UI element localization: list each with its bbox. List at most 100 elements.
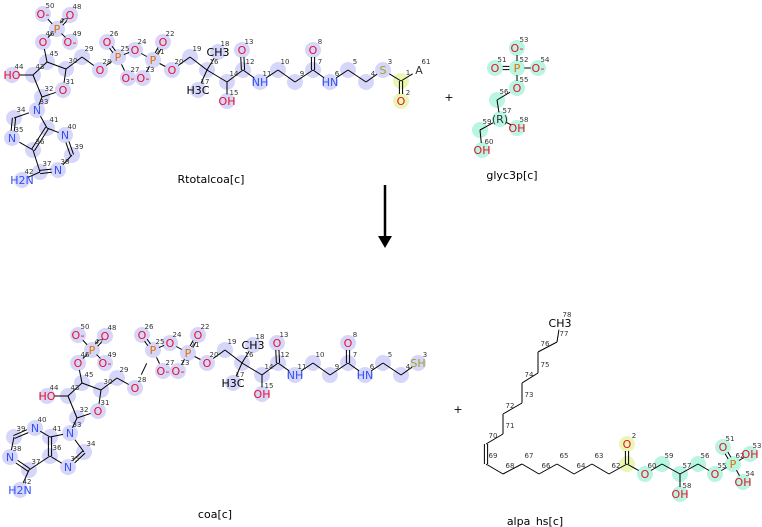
atom-number: 11 bbox=[298, 363, 307, 371]
atom-number: 28 bbox=[138, 376, 147, 384]
bond bbox=[496, 91, 511, 101]
atom-symbol: NH bbox=[287, 369, 304, 382]
atom-highlight bbox=[84, 342, 100, 358]
atom-number: 16 bbox=[245, 351, 254, 359]
atom-number: 25 bbox=[156, 338, 165, 346]
atom-number: 73 bbox=[525, 391, 534, 399]
double-bond bbox=[65, 142, 71, 156]
arrow-head-icon bbox=[378, 236, 392, 248]
atom-number: 3 bbox=[423, 351, 427, 359]
atom-highlight bbox=[29, 102, 45, 118]
atom-symbol: HO bbox=[39, 390, 56, 403]
atom-number: 49 bbox=[108, 351, 117, 359]
molecule-coa bbox=[2, 327, 426, 498]
bond bbox=[206, 58, 215, 71]
atom-highlight bbox=[145, 52, 161, 68]
atom-number: 42 bbox=[25, 168, 34, 176]
atom-number: 49 bbox=[73, 30, 82, 38]
atom-number: 46 bbox=[46, 30, 55, 38]
atom-highlight bbox=[305, 42, 321, 58]
bond bbox=[41, 91, 56, 98]
bond bbox=[156, 357, 160, 364]
double-bond bbox=[14, 432, 29, 439]
atom-number: 46 bbox=[81, 351, 90, 359]
bond bbox=[19, 141, 34, 151]
atom-number: 51 bbox=[498, 56, 507, 64]
atom-number: 39 bbox=[75, 143, 84, 151]
atom-number: 4 bbox=[371, 70, 376, 78]
atom-highlight bbox=[55, 82, 71, 98]
atom-symbol: N bbox=[31, 422, 39, 435]
atom-symbol: O- bbox=[37, 8, 50, 21]
atom-number: 36 bbox=[36, 138, 45, 146]
atom-highlight bbox=[4, 67, 20, 83]
atom-symbol: O- bbox=[99, 357, 112, 370]
atom-number: 63 bbox=[595, 452, 604, 460]
bond bbox=[67, 382, 83, 397]
atom-number: 69 bbox=[489, 452, 498, 460]
atom-highlight bbox=[12, 482, 28, 498]
bond bbox=[176, 346, 182, 350]
atom-symbol: O bbox=[203, 357, 212, 370]
atom-symbol: O bbox=[103, 36, 112, 49]
atom-highlight bbox=[62, 425, 78, 441]
atom-highlight bbox=[509, 60, 525, 76]
bond bbox=[365, 73, 378, 83]
atom-symbol: OH bbox=[219, 95, 236, 108]
atom-number: 66 bbox=[542, 462, 551, 470]
atom-highlight bbox=[735, 474, 751, 490]
atom-number: 78 bbox=[563, 311, 572, 319]
double-bond bbox=[31, 126, 47, 150]
atom-number: 50 bbox=[81, 323, 90, 331]
atom-symbol: P bbox=[54, 23, 61, 36]
atom-highlight bbox=[287, 367, 303, 383]
atom-symbol: O- bbox=[122, 72, 135, 85]
atom-symbol: O- bbox=[64, 36, 77, 49]
atom-highlight bbox=[180, 345, 196, 361]
atom-symbol: N bbox=[64, 461, 72, 474]
atom-highlight bbox=[92, 62, 108, 78]
atom-number: 27 bbox=[131, 66, 140, 74]
atom-highlight bbox=[99, 34, 115, 50]
bond bbox=[67, 395, 78, 419]
bond bbox=[74, 439, 85, 453]
bond bbox=[32, 61, 48, 76]
atom-highlight bbox=[254, 386, 270, 402]
bond bbox=[347, 69, 367, 83]
atom-number: 54 bbox=[541, 56, 550, 64]
atom-number: 68 bbox=[506, 462, 515, 470]
plus-sign: + bbox=[453, 403, 462, 416]
atom-highlight bbox=[127, 380, 143, 396]
molecule-name: glyc3p[c] bbox=[486, 169, 537, 182]
atom-highlight bbox=[4, 130, 20, 146]
atom-symbol: OH bbox=[672, 488, 689, 501]
double-bond bbox=[68, 141, 74, 155]
bond bbox=[96, 354, 101, 359]
atom-highlight bbox=[210, 44, 226, 60]
atom-number: 72 bbox=[506, 402, 515, 410]
atom-number: 28 bbox=[103, 58, 112, 66]
atom-highlight bbox=[170, 363, 186, 379]
atom-number: 6 bbox=[370, 363, 375, 371]
atom-number: 36 bbox=[53, 444, 62, 452]
bond bbox=[10, 436, 15, 451]
atom-number: 41 bbox=[50, 116, 59, 124]
atom-highlight bbox=[225, 375, 241, 391]
atom-highlight bbox=[60, 459, 76, 475]
bond bbox=[61, 33, 66, 38]
atom-highlight bbox=[742, 446, 758, 462]
atom-highlight bbox=[509, 40, 525, 56]
atom-symbol: O bbox=[159, 36, 168, 49]
atom-highlight bbox=[62, 34, 78, 50]
bond bbox=[98, 389, 102, 404]
atom-number: 21 bbox=[191, 341, 200, 349]
atom-number: 24 bbox=[138, 38, 147, 46]
bond bbox=[721, 467, 727, 471]
double-bond bbox=[109, 47, 114, 53]
bond bbox=[47, 33, 53, 38]
atom-highlight bbox=[219, 93, 235, 109]
atom-number: 18 bbox=[256, 333, 265, 341]
atom-number: 59 bbox=[483, 118, 492, 126]
atom-symbol: O bbox=[194, 329, 203, 342]
bond bbox=[301, 362, 314, 372]
